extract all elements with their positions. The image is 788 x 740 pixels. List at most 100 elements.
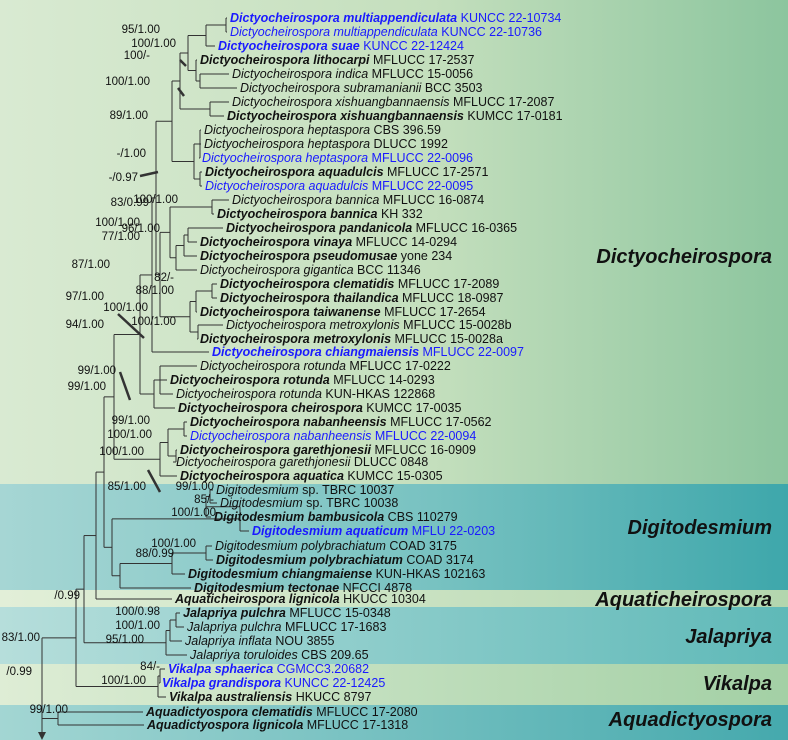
taxon-name: Digitodesmium xyxy=(188,567,282,581)
tip-label: Dictyocheirospora garethjonesii DLUCC 08… xyxy=(176,455,428,469)
strain-number: MFLUCC 16-0874 xyxy=(379,193,484,207)
support-value: 95/1.00 xyxy=(106,634,144,646)
band-aquadictyospora xyxy=(0,705,788,740)
support-value: 100/1.00 xyxy=(95,217,140,229)
taxon-epithet: thailandica xyxy=(333,291,398,305)
tip-label: Dictyocheirospora metroxylonis MFLUCC 15… xyxy=(226,318,512,332)
strain-number: MFLUCC 17-0222 xyxy=(346,359,451,373)
support-value: 83/1.00 xyxy=(2,632,40,644)
strain-number: MFLUCC 22-0096 xyxy=(368,151,473,165)
taxon-epithet: garethjonesii xyxy=(292,443,371,457)
taxon-epithet: aquaticum xyxy=(346,524,409,538)
taxon-name: Vikalpa xyxy=(169,690,216,704)
branch xyxy=(117,313,145,339)
tip-label: Dictyocheirospora metroxylonis MFLUCC 15… xyxy=(200,332,503,346)
support-value: 88/1.00 xyxy=(136,285,174,297)
taxon-epithet: nabanheensis xyxy=(294,429,372,443)
taxon-epithet: subramanianii xyxy=(344,81,423,95)
strain-number: KUMCC 15-0305 xyxy=(344,469,443,483)
tip-label: Dictyocheirospora nabanheensis MFLUCC 22… xyxy=(190,429,476,443)
support-values: 100/1.0095/1.00100/-100/1.0089/1.00-/1.0… xyxy=(2,24,216,716)
taxon-name: Dictyocheirospora xyxy=(205,179,309,193)
taxon-epithet: aquadulcis xyxy=(309,179,369,193)
branch xyxy=(177,87,185,97)
tip-label: Dictyocheirospora pseudomusae yone 234 xyxy=(200,249,452,263)
support-value: 85/- xyxy=(194,494,214,506)
taxon-epithet: multiappendiculata xyxy=(343,11,457,25)
taxon-name: Digitodesmium xyxy=(252,524,346,538)
taxon-name: Dictyocheirospora xyxy=(204,123,308,137)
taxon-name: Digitodesmium xyxy=(216,553,310,567)
taxon-name: Jalapriya xyxy=(184,634,239,648)
tip-label: Dictyocheirospora subramanianii BCC 3503 xyxy=(240,81,483,95)
strain-number: MFLUCC 14-0294 xyxy=(352,235,457,249)
tip-label: Dictyocheirospora xishuangbannaensis MFL… xyxy=(232,95,554,109)
support-value: 99/1.00 xyxy=(176,481,214,493)
taxon-epithet: rotunda xyxy=(280,387,322,401)
support-value: 95/1.00 xyxy=(122,24,160,36)
tip-label: Aquadictyospora lignicola MFLUCC 17-1318 xyxy=(146,718,408,732)
strain-number: KUNCC 22-10734 xyxy=(457,11,561,25)
taxon-epithet: bannica xyxy=(336,193,380,207)
tip-label: Dictyocheirospora suae KUNCC 22-12424 xyxy=(218,39,464,53)
tip-label: Dictyocheirospora multiappendiculata KUN… xyxy=(230,25,542,39)
strain-number: MFLUCC 22-0095 xyxy=(368,179,473,193)
tip-label: Dictyocheirospora rotunda MFLUCC 17-0222 xyxy=(200,359,451,373)
taxon-name: Dictyocheirospora xyxy=(220,291,333,305)
taxon-epithet: clematidis xyxy=(333,277,394,291)
taxon-name: Dictyocheirospora xyxy=(180,443,293,457)
support-value: 87/1.00 xyxy=(72,259,110,271)
support-value: 77/1.00 xyxy=(102,231,140,243)
strain-number: COAD 3174 xyxy=(403,553,474,567)
taxon-epithet: gigantica xyxy=(304,263,354,277)
support-value: 100/1.00 xyxy=(131,38,176,50)
tip-label: Digitodesmium tectonae NFCCI 4878 xyxy=(194,581,412,595)
taxon-epithet: grandispora xyxy=(208,676,281,690)
taxon-name: Dictyocheirospora xyxy=(176,387,280,401)
support-value: 89/1.00 xyxy=(110,110,148,122)
support-value: 100/1.00 xyxy=(171,507,216,519)
support-value: 82/- xyxy=(154,272,174,284)
clade-label: Aquaticheirospora xyxy=(594,589,772,611)
strain-number: MFLUCC 17-0562 xyxy=(387,415,492,429)
support-value: 99/1.00 xyxy=(78,365,116,377)
tip-label: Jalapriya pulchra MFLUCC 15-0348 xyxy=(183,606,391,620)
root-arrow xyxy=(38,732,46,740)
taxon-name: Dictyocheirospora xyxy=(176,455,280,469)
taxon-name: Dictyocheirospora xyxy=(190,429,294,443)
support-value: 96/1.00 xyxy=(122,223,160,235)
strain-number: MFLUCC 16-0909 xyxy=(371,443,476,457)
taxon-epithet: inflata xyxy=(239,634,272,648)
taxon-epithet: sphaerica xyxy=(215,662,273,676)
clade-label: Aquadictyospora xyxy=(608,709,772,731)
taxon-epithet: nabanheensis xyxy=(303,415,386,429)
strain-number: NFCCI 4878 xyxy=(339,581,412,595)
tip-label: Vikalpa australiensis HKUCC 8797 xyxy=(169,690,371,704)
tip-label: Jalapriya pulchra MFLUCC 17-1683 xyxy=(186,620,386,634)
taxon-name: Dictyocheirospora xyxy=(204,137,308,151)
taxon-name: Dictyocheirospora xyxy=(200,249,313,263)
strain-number: MFLUCC 17-2654 xyxy=(381,305,486,319)
taxon-epithet: australiensis xyxy=(216,690,292,704)
taxon-name: Aquaticheirospora xyxy=(174,592,289,606)
strain-number: KUMCC 17-0181 xyxy=(464,109,563,123)
support-value: 100/1.00 xyxy=(107,429,152,441)
strain-number: MFLUCC 14-0293 xyxy=(330,373,435,387)
strain-number: MFLUCC 22-0094 xyxy=(371,429,476,443)
support-value: 100/1.00 xyxy=(103,302,148,314)
taxon-epithet: lignicola xyxy=(289,592,340,606)
support-value: 100/- xyxy=(124,50,150,62)
taxon-epithet: pseudomusae xyxy=(312,249,397,263)
tip-label: Digitodesmium aquaticum MFLU 22-0203 xyxy=(252,524,495,538)
tip-label: Dictyocheirospora aquadulcis MFLUCC 17-2… xyxy=(205,165,488,179)
support-value: 99/1.00 xyxy=(30,704,68,716)
strain-number: MFLUCC 17-2080 xyxy=(313,705,418,719)
band-dictyocheirospora xyxy=(0,0,788,484)
taxon-name: Dictyocheirospora xyxy=(200,235,313,249)
tip-label: Dictyocheirospora lithocarpi MFLUCC 17-2… xyxy=(200,53,474,67)
clade-labels: DictyocheirosporaDigitodesmiumAquatichei… xyxy=(594,246,772,731)
support-value: 99/1.00 xyxy=(68,381,106,393)
support-value: 100/1.00 xyxy=(99,446,144,458)
strain-number: DLUCC 0848 xyxy=(350,455,428,469)
